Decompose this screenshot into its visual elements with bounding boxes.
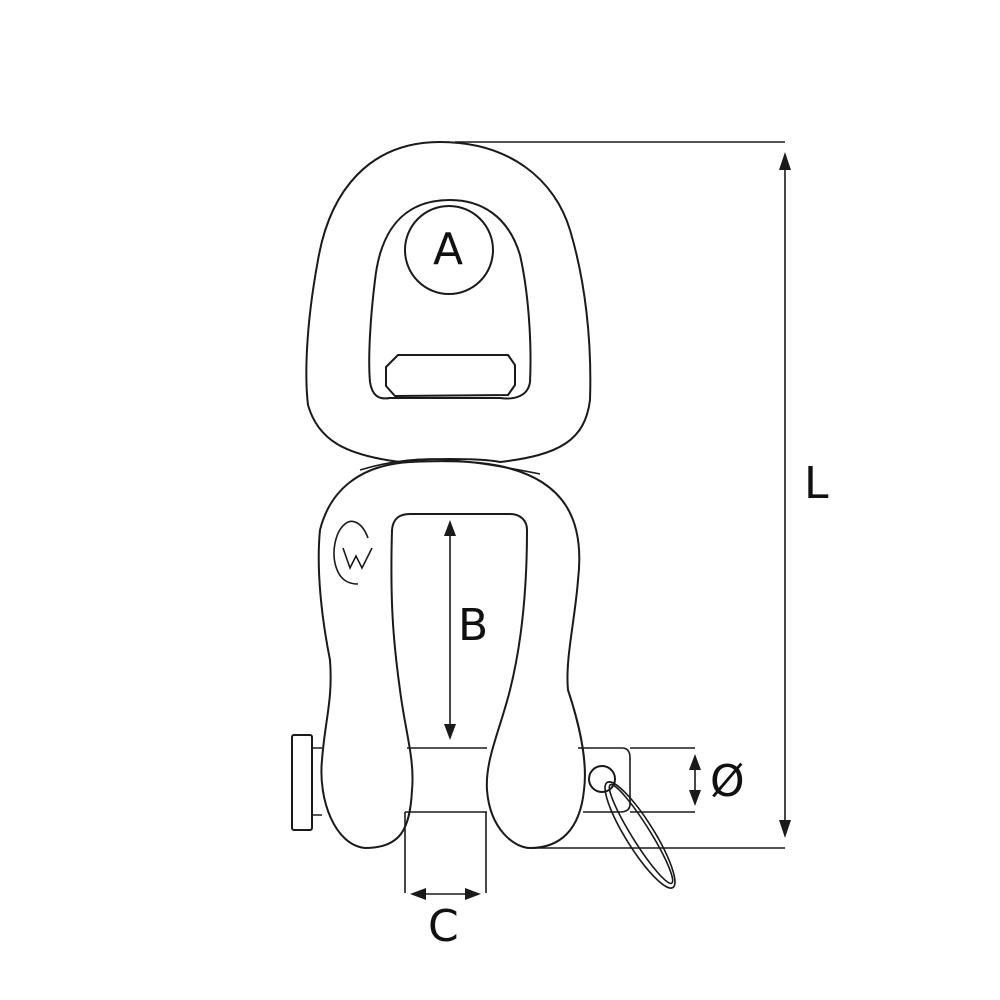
pin-end: [578, 747, 631, 813]
label-a: A: [433, 224, 464, 275]
pin-shaft-center: [405, 747, 487, 813]
swivel-eye-inner: [368, 199, 532, 400]
label-b: B: [458, 600, 489, 651]
pin-hole-circle-a: [404, 205, 494, 295]
label-c: C: [428, 901, 459, 952]
pin-shaft-left: [312, 747, 322, 816]
swivel-slot: [385, 354, 516, 397]
shackle-body-outer: [317, 460, 586, 849]
brand-logo-icon: [333, 520, 373, 585]
swivel-eye-outer: [305, 141, 592, 463]
label-l: L: [804, 458, 829, 509]
pin-lanyard-ring: [604, 781, 676, 889]
pin-lanyard-ring-inner: [608, 783, 674, 885]
pin-head: [291, 734, 313, 831]
pin-ball: [588, 765, 616, 793]
label-diameter: Ø: [710, 756, 745, 807]
